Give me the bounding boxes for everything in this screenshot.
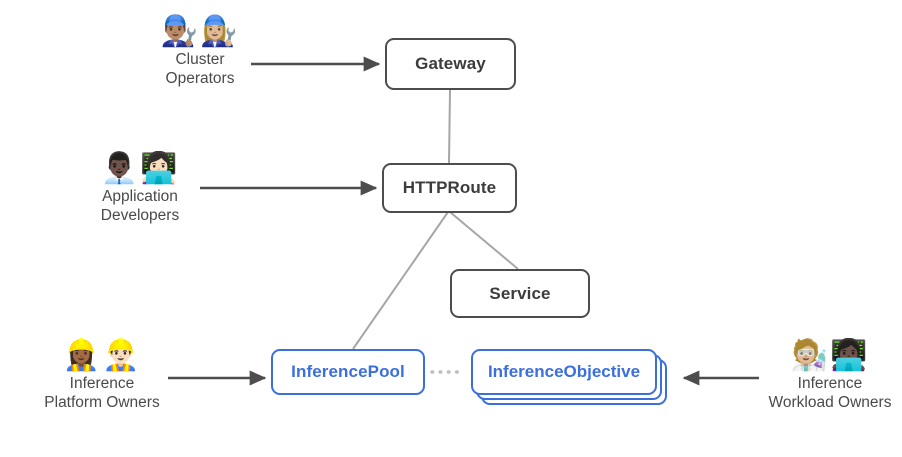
edge-httproute-to-service — [449, 211, 519, 270]
node-gateway-label: Gateway — [415, 54, 486, 73]
persona-inference-platform-owners: 👷🏾‍♀️👷🏻‍♂️ Inference Platform Owners — [14, 338, 190, 412]
persona-cluster-operators: 👨🏽‍🔧👩🏼‍🔧 Cluster Operators — [132, 14, 268, 88]
edge-httproute-to-inferencepool — [352, 211, 449, 350]
persona-application-developers: 👨🏿‍💼👩🏻‍💻 Application Developers — [66, 151, 214, 225]
node-inferenceobjective-stack[interactable]: InferenceObjective — [471, 349, 667, 405]
node-service[interactable]: Service — [450, 269, 590, 318]
cluster-operators-emoji-icon: 👨🏽‍🔧👩🏼‍🔧 — [160, 14, 240, 49]
inference-workload-owners-label-line2: Workload Owners — [768, 394, 892, 411]
node-service-label: Service — [489, 283, 551, 303]
application-developers-label-line2: Developers — [100, 207, 180, 224]
node-inferenceobjective-label: InferenceObjective — [487, 362, 641, 381]
node-httproute-label: HTTPRoute — [402, 178, 497, 197]
application-developers-emoji-icon: 👨🏿‍💼👩🏻‍💻 — [100, 151, 180, 186]
cluster-operators-label-line2: Operators — [165, 70, 235, 87]
node-inferencepool[interactable]: InferencePool — [271, 349, 425, 395]
inference-platform-owners-label-line2: Platform Owners — [44, 394, 160, 411]
persona-inference-workload-owners: 🧑🏼‍🔬👩🏿‍💻 Inference Workload Owners — [760, 338, 900, 412]
inference-workload-owners-emoji-icon: 🧑🏼‍🔬👩🏿‍💻 — [790, 338, 870, 373]
inference-workload-owners-label-line1: Inference — [797, 375, 863, 392]
node-httproute[interactable]: HTTPRoute — [382, 163, 517, 213]
edge-gateway-to-httproute — [448, 89, 451, 164]
node-gateway[interactable]: Gateway — [385, 38, 516, 90]
inference-platform-owners-label-line1: Inference — [69, 375, 135, 392]
node-inferenceobjective[interactable]: InferenceObjective — [471, 349, 657, 395]
node-inferencepool-label: InferencePool — [291, 362, 405, 381]
inference-platform-owners-emoji-icon: 👷🏾‍♀️👷🏻‍♂️ — [62, 338, 142, 373]
application-developers-label-line1: Application — [102, 188, 178, 205]
cluster-operators-label-line1: Cluster — [175, 51, 225, 68]
